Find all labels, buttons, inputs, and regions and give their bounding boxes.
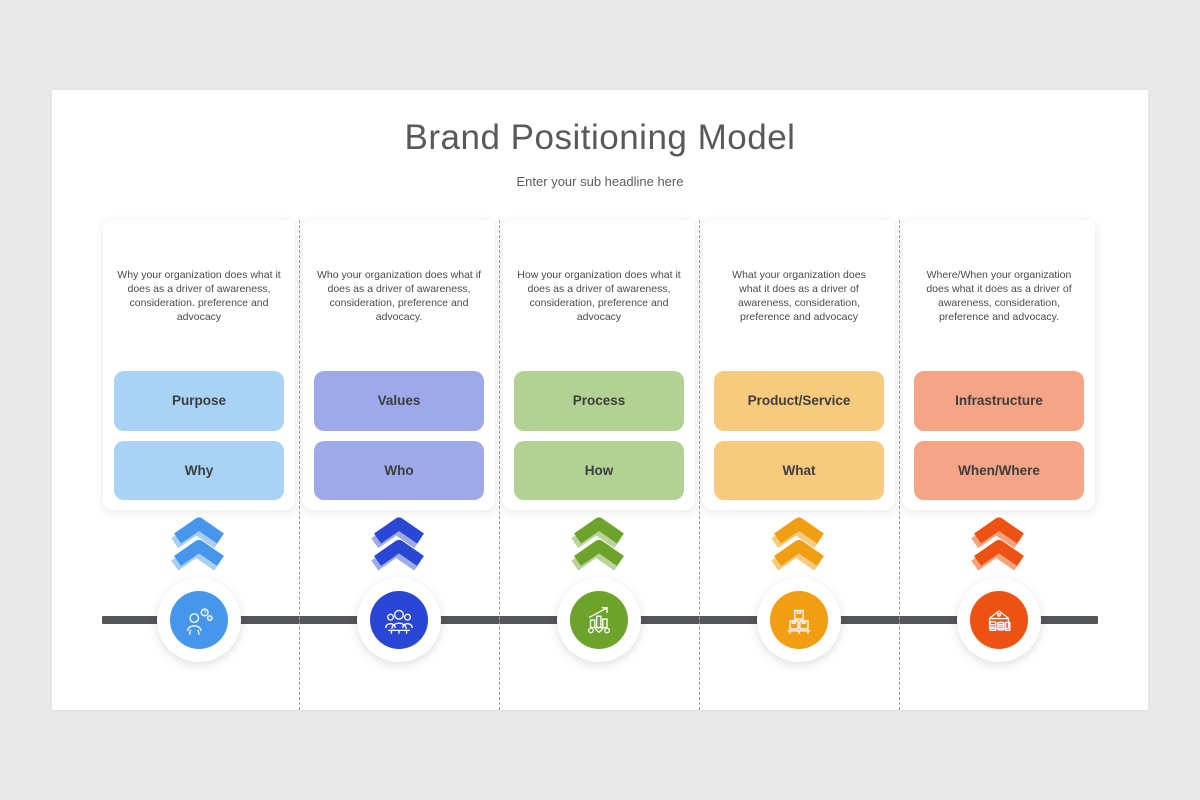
- double-chevron-up-icon: [971, 517, 1027, 577]
- bottom-label: When/Where: [958, 462, 1040, 478]
- top-label: Values: [377, 393, 421, 409]
- bottom-label-box: What: [714, 440, 884, 500]
- bottom-label-box: How: [514, 440, 684, 500]
- warehouse-icon: [970, 591, 1028, 649]
- description-wrap: Why your organization does what it does …: [103, 220, 295, 371]
- description-card: Why your organization does what it does …: [103, 220, 295, 510]
- slide: Brand Positioning Model Enter your sub h…: [52, 90, 1148, 710]
- column-who: Who your organization does what if does …: [299, 220, 499, 700]
- top-label: Infrastructure: [955, 393, 1043, 409]
- svg-text:?: ?: [203, 610, 206, 616]
- top-label: Process: [572, 393, 626, 409]
- timeline-node: [757, 578, 841, 662]
- column-how: How your organization does what it does …: [499, 220, 699, 700]
- columns-row: Why your organization does what it does …: [99, 220, 1099, 700]
- page-subtitle: Enter your sub headline here: [516, 174, 684, 189]
- top-label-box: Values: [314, 371, 484, 431]
- bottom-label-box: Why: [114, 440, 284, 500]
- growth-chart-icon: [570, 591, 628, 649]
- column-description: How your organization does what it does …: [517, 268, 681, 323]
- top-label: Purpose: [171, 393, 226, 409]
- timeline-node: [357, 578, 441, 662]
- bottom-label-box: When/Where: [914, 440, 1084, 500]
- description-card: Where/When your organization does what i…: [903, 220, 1095, 510]
- description-wrap: How your organization does what it does …: [503, 220, 695, 371]
- column-description: Why your organization does what it does …: [117, 268, 281, 323]
- double-chevron-up-icon: [571, 517, 627, 577]
- column-separator: [899, 220, 900, 710]
- description-card: Who your organization does what if does …: [303, 220, 495, 510]
- column-separator: [299, 220, 300, 710]
- double-chevron-up-icon: [771, 517, 827, 577]
- description-wrap: What your organization does what it does…: [703, 220, 895, 371]
- timeline-node: [557, 578, 641, 662]
- description-card: How your organization does what it does …: [503, 220, 695, 510]
- column-separator: [699, 220, 700, 710]
- column-description: What your organization does what it does…: [732, 268, 866, 323]
- column-description: Who your organization does what if does …: [316, 268, 481, 323]
- timeline-node: [957, 578, 1041, 662]
- team-icon: [370, 591, 428, 649]
- bottom-label: How: [584, 462, 614, 478]
- column-where-when: Where/When your organization does what i…: [899, 220, 1099, 700]
- top-label-box: Product/Service: [714, 371, 884, 431]
- thinking-person-icon: ? ?: [170, 591, 228, 649]
- column-separator: [499, 220, 500, 710]
- description-wrap: Who your organization does what if does …: [303, 220, 495, 371]
- timeline-node: ? ?: [157, 578, 241, 662]
- double-chevron-up-icon: [171, 517, 227, 577]
- page-title: Brand Positioning Model: [404, 118, 796, 157]
- column-why: Why your organization does what it does …: [99, 220, 299, 700]
- bottom-label: What: [782, 462, 816, 478]
- packages-icon: [770, 591, 828, 649]
- bottom-label-box: Who: [314, 440, 484, 500]
- svg-text:?: ?: [209, 617, 211, 621]
- bottom-label: Who: [384, 462, 414, 478]
- bottom-label: Why: [184, 462, 214, 478]
- top-label-box: Purpose: [114, 371, 284, 431]
- double-chevron-up-icon: [371, 517, 427, 577]
- top-label-box: Process: [514, 371, 684, 431]
- description-card: What your organization does what it does…: [703, 220, 895, 510]
- column-what: What your organization does what it does…: [699, 220, 899, 700]
- description-wrap: Where/When your organization does what i…: [903, 220, 1095, 371]
- column-description: Where/When your organization does what i…: [926, 268, 1072, 323]
- top-label: Product/Service: [747, 393, 851, 409]
- top-label-box: Infrastructure: [914, 371, 1084, 431]
